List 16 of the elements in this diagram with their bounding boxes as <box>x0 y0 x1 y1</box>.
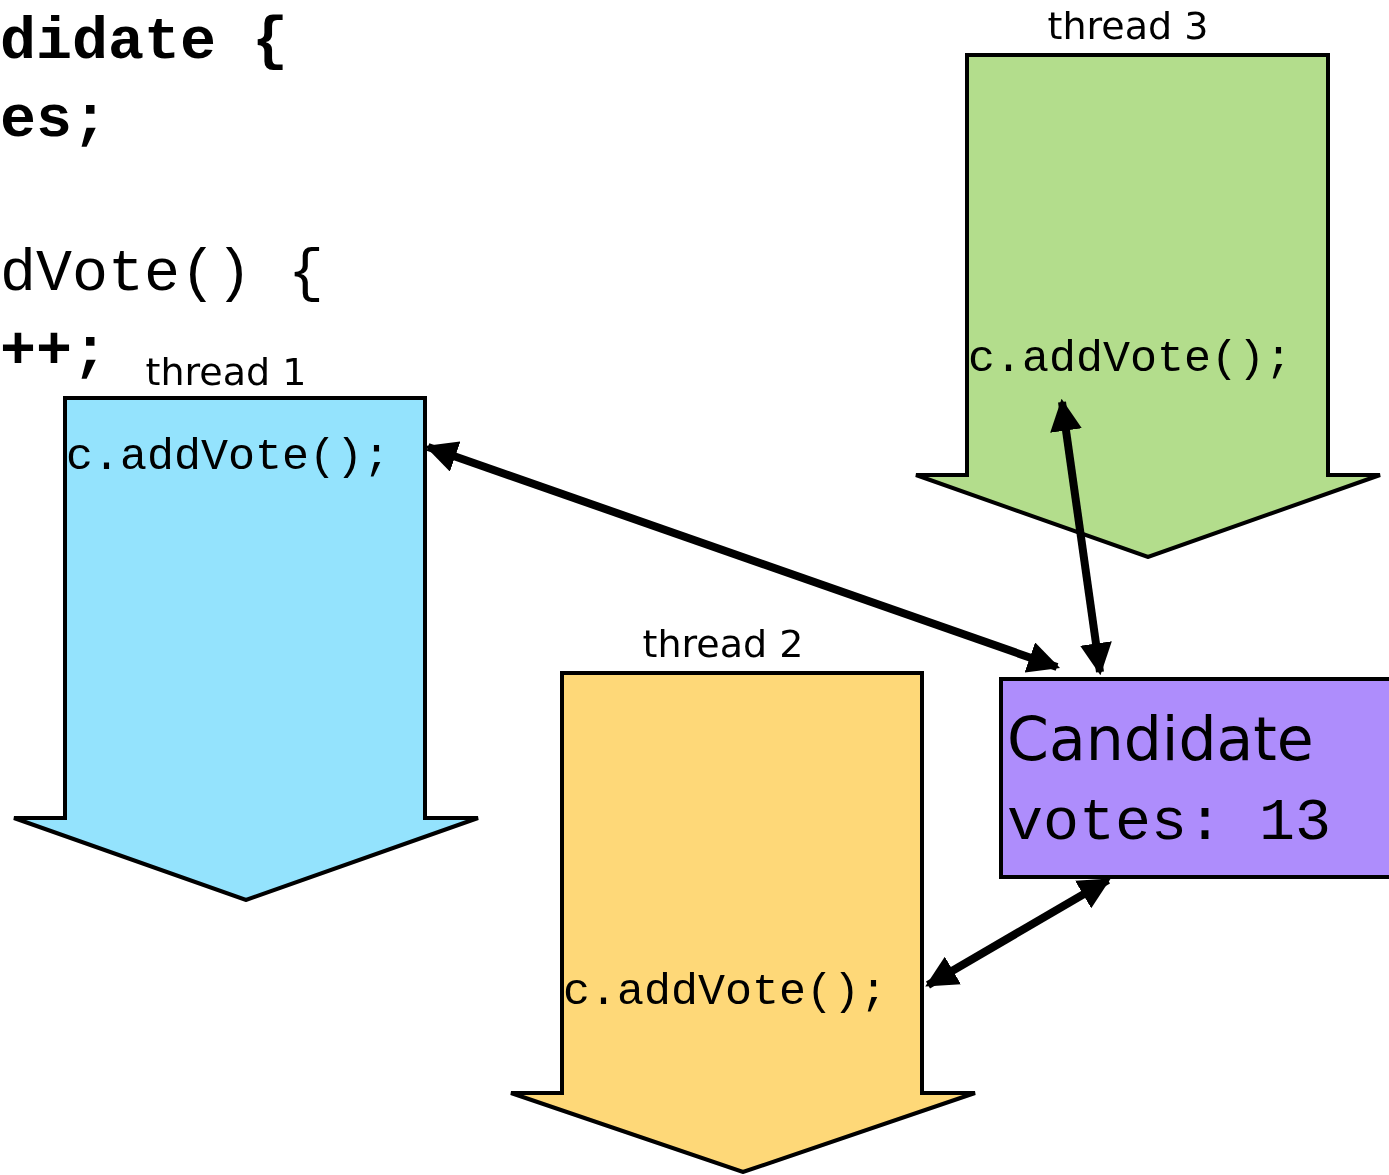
code-text: c.addVote(); <box>968 337 1293 382</box>
code-text: ++; <box>0 322 109 382</box>
thread-label: thread 2 <box>642 625 804 663</box>
thread-label: thread 3 <box>1047 7 1209 45</box>
object-box <box>999 677 1389 879</box>
code-text: c.addVote(); <box>563 970 888 1015</box>
thread-label: thread 1 <box>145 353 307 391</box>
class-name: Candidate <box>1007 709 1314 769</box>
code-text: es; <box>0 90 109 150</box>
code-text: didate { <box>0 12 289 72</box>
code-text: c.addVote(); <box>66 435 391 480</box>
double-arrow <box>1050 398 1112 676</box>
double-arrow <box>425 441 1060 673</box>
field-value: votes: 13 <box>1007 793 1332 853</box>
code-text: dVote() { <box>0 244 325 304</box>
double-arrow <box>925 876 1111 989</box>
